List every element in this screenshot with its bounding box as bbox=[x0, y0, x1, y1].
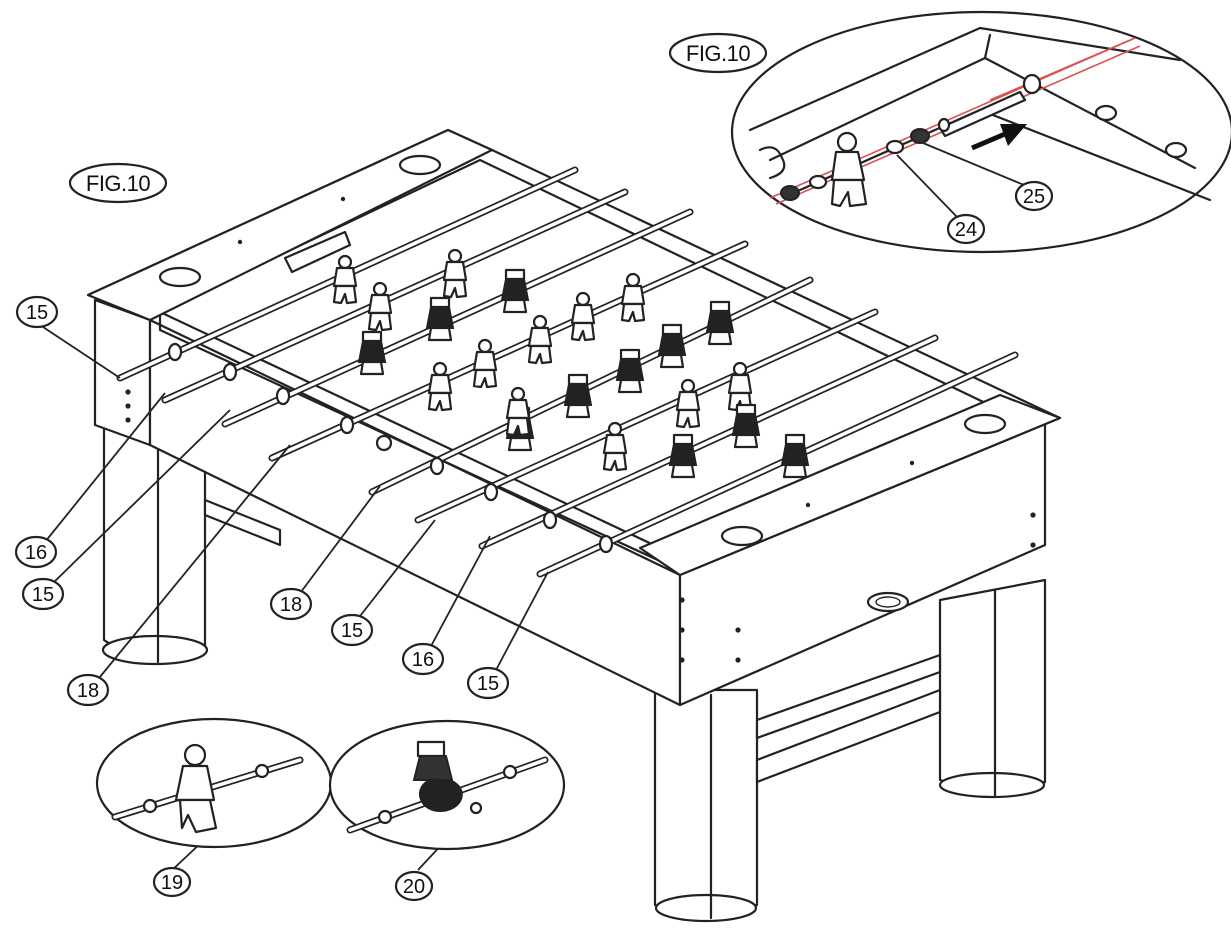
foosball-player-dark-icon bbox=[705, 300, 735, 346]
callout-18-a: 18 bbox=[66, 673, 110, 707]
figure-tag-inset: FIG.10 bbox=[668, 32, 768, 74]
foosball-player-light-icon bbox=[675, 378, 701, 429]
callout-15-a: 15 bbox=[15, 295, 59, 329]
svg-text:15: 15 bbox=[477, 673, 499, 695]
foosball-player-dark-icon bbox=[780, 433, 810, 479]
callout-15-d: 15 bbox=[466, 666, 510, 700]
svg-text:18: 18 bbox=[280, 594, 302, 616]
foosball-player-dark-icon bbox=[500, 268, 530, 314]
svg-text:19: 19 bbox=[161, 872, 183, 894]
svg-text:FIG.10: FIG.10 bbox=[86, 171, 151, 196]
player-rod bbox=[538, 353, 1017, 576]
rod-end-cap bbox=[275, 386, 291, 406]
rod-end-cap bbox=[429, 456, 445, 476]
insert-arrow-icon bbox=[971, 124, 1027, 151]
foosball-player-dark-icon bbox=[563, 373, 593, 419]
foosball-player-light-icon bbox=[442, 248, 468, 299]
foosball-player-light-icon bbox=[830, 131, 868, 208]
foosball-player-light-icon bbox=[620, 272, 646, 323]
detail-inset-rod-insertion: 24 25 bbox=[730, 10, 1231, 254]
callout-15-c: 15 bbox=[330, 613, 374, 647]
rod-end-cap bbox=[483, 482, 499, 502]
detail-inset-dark-player: 20 bbox=[328, 719, 566, 902]
callout-18-b: 18 bbox=[269, 587, 313, 621]
callout-16-a: 16 bbox=[14, 535, 58, 569]
foosball-player-dark-icon bbox=[731, 403, 761, 449]
foosball-player-light-icon bbox=[602, 421, 628, 472]
foosball-player-dark-icon bbox=[412, 740, 483, 815]
rod-end-cap bbox=[167, 342, 183, 362]
foosball-player-light-icon bbox=[174, 743, 218, 834]
figure-tag-main: FIG.10 bbox=[68, 162, 168, 204]
foosball-player-light-icon bbox=[505, 386, 531, 437]
foosball-player-light-icon bbox=[427, 361, 453, 412]
svg-text:24: 24 bbox=[955, 219, 977, 241]
player-rods bbox=[116, 166, 1019, 578]
player-rod bbox=[223, 210, 692, 426]
foosball-player-light-icon bbox=[527, 314, 553, 365]
detail-inset-light-player: 19 bbox=[95, 717, 333, 898]
player-rod bbox=[480, 336, 937, 548]
rod-end-cap bbox=[222, 362, 238, 382]
player-rod bbox=[370, 278, 812, 494]
player-figures bbox=[332, 248, 810, 479]
foosball-player-light-icon bbox=[472, 338, 498, 389]
svg-text:20: 20 bbox=[403, 876, 425, 898]
svg-text:FIG.10: FIG.10 bbox=[686, 41, 751, 66]
svg-text:16: 16 bbox=[412, 649, 434, 671]
foosball-player-dark-icon bbox=[357, 330, 387, 376]
foosball-player-dark-icon bbox=[668, 433, 698, 479]
svg-text:15: 15 bbox=[32, 584, 54, 606]
foosball-player-dark-icon bbox=[615, 348, 645, 394]
rod-end-cap bbox=[598, 534, 614, 554]
foosball-player-light-icon bbox=[332, 254, 358, 305]
callout-15-b: 15 bbox=[21, 577, 65, 611]
rod-end-cap bbox=[339, 415, 355, 435]
rod-end-cap bbox=[542, 510, 558, 530]
foosball-player-dark-icon bbox=[657, 323, 687, 369]
table-legs bbox=[101, 423, 1047, 923]
svg-text:15: 15 bbox=[26, 302, 48, 324]
callout-16-b: 16 bbox=[401, 642, 445, 676]
svg-text:16: 16 bbox=[25, 542, 47, 564]
svg-text:18: 18 bbox=[77, 680, 99, 702]
foosball-player-light-icon bbox=[570, 291, 596, 342]
foosball-player-light-icon bbox=[367, 281, 393, 332]
callout-leaders bbox=[39, 324, 549, 873]
player-rod bbox=[163, 190, 627, 402]
foosball-player-dark-icon bbox=[425, 296, 455, 342]
svg-text:15: 15 bbox=[341, 620, 363, 642]
svg-text:25: 25 bbox=[1023, 186, 1045, 208]
